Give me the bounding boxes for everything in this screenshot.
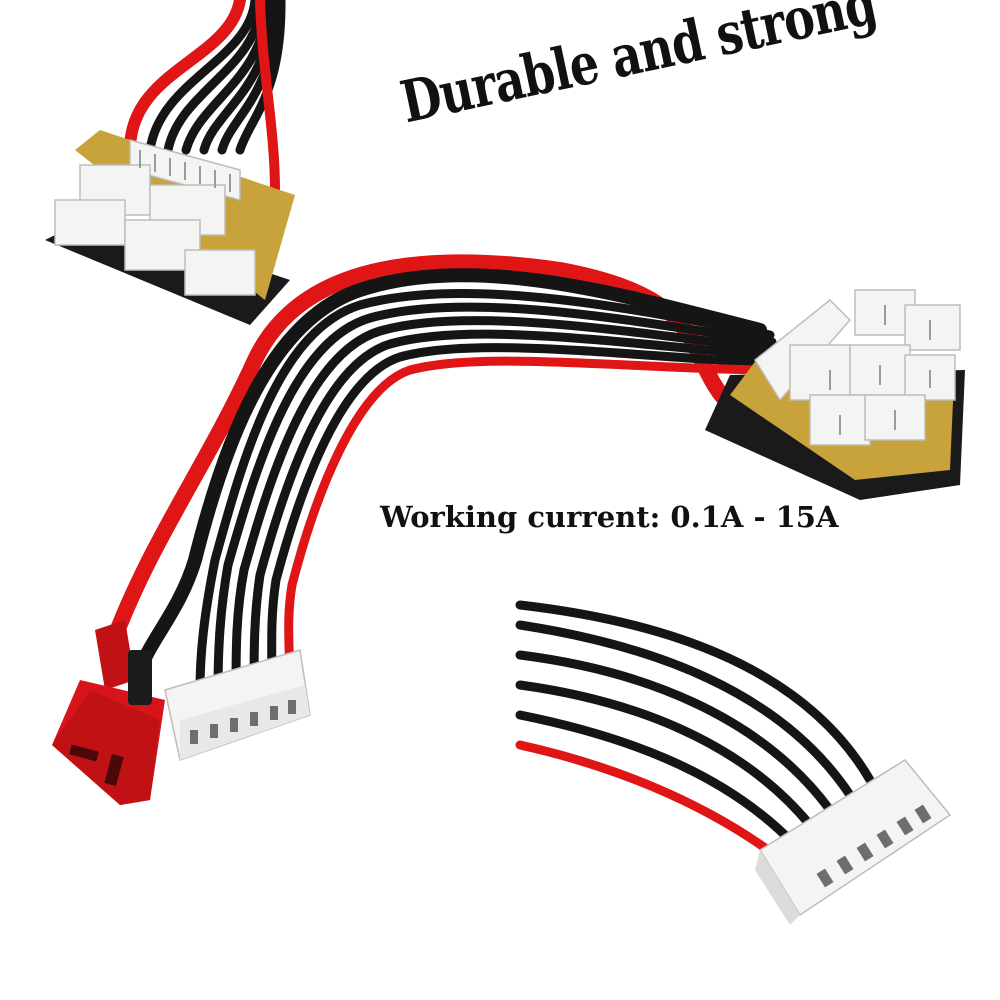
main-cable-loop — [102, 254, 785, 695]
deans-t-plug — [52, 620, 165, 805]
right-balance-board — [705, 289, 965, 500]
balance-plug-left — [164, 649, 311, 761]
spec-caption: Working current: 0.1A - 15A — [380, 500, 839, 534]
lead-detail — [515, 600, 875, 860]
balance-plug-right — [755, 759, 952, 925]
top-left-balance-board — [45, 0, 295, 325]
